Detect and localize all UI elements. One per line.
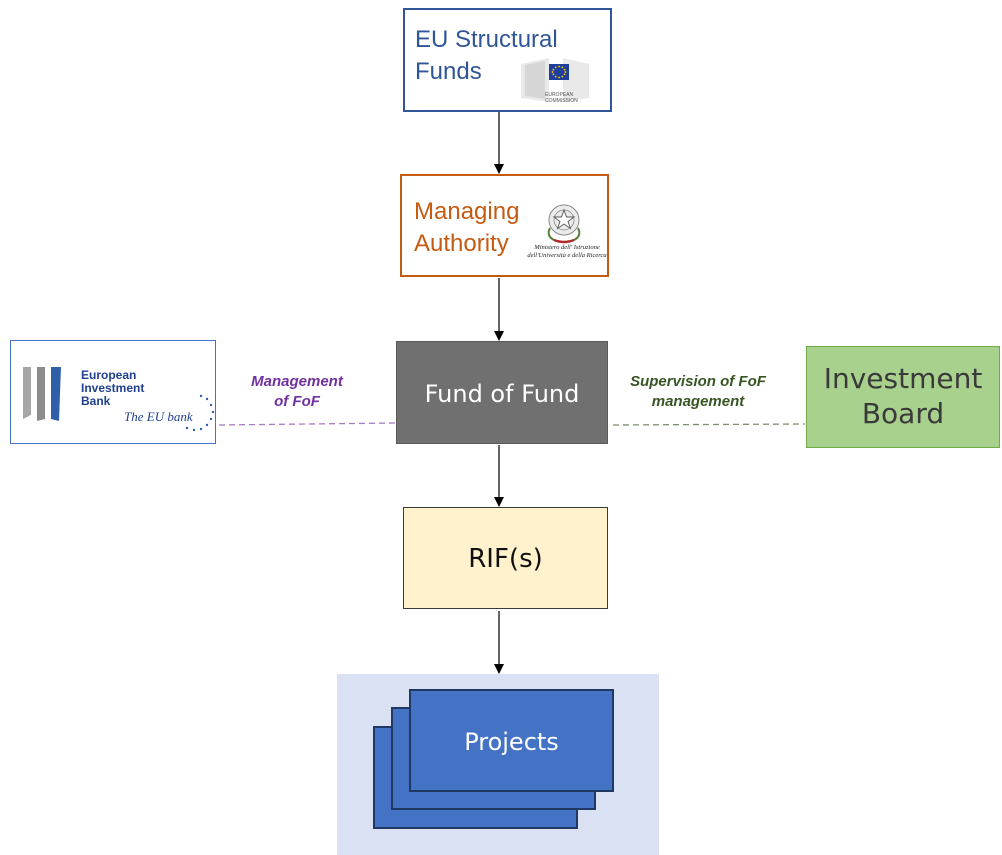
project-card-front [409, 689, 614, 792]
eib-name: European Investment Bank [81, 368, 145, 408]
european-investment-bank-node: European Investment Bank The EU bank [10, 340, 216, 444]
eib-tagline: The EU bank [124, 409, 193, 424]
european-commission-logo [521, 58, 589, 102]
fund-of-fund-node: Fund of Fund [396, 341, 608, 444]
dashed-link-management [218, 422, 397, 426]
rifs-node: RIF(s) [403, 507, 608, 609]
rifs-label: RIF(s) [468, 544, 543, 574]
investment-board-label: Investment Board [823, 362, 983, 430]
european-commission-caption: EUROPEAN COMMISSION [545, 92, 578, 104]
italian-republic-emblem-icon [547, 204, 581, 244]
projects-label: Projects [464, 728, 559, 756]
dashed-link-supervision [612, 423, 806, 426]
eib-logo-icon [23, 367, 61, 421]
eu-structural-funds-node: EU Structural Funds EUROPEAN COMMISSION [403, 8, 612, 112]
managing-authority-node: Managing Authority Ministero dell' Istru… [400, 174, 609, 277]
ministry-caption: Ministero dell' Istruzione dell'Universi… [527, 244, 607, 259]
eu-structural-funds-label: EU Structural Funds [415, 26, 558, 85]
eu-stars-icon [185, 394, 215, 432]
management-relation-label: Management of FoF [251, 373, 343, 410]
managing-authority-label: Managing Authority [414, 198, 520, 257]
investment-board-node: Investment Board [806, 346, 1000, 448]
fund-of-fund-label: Fund of Fund [424, 380, 580, 408]
supervision-relation-label: Supervision of FoF management [630, 373, 766, 410]
